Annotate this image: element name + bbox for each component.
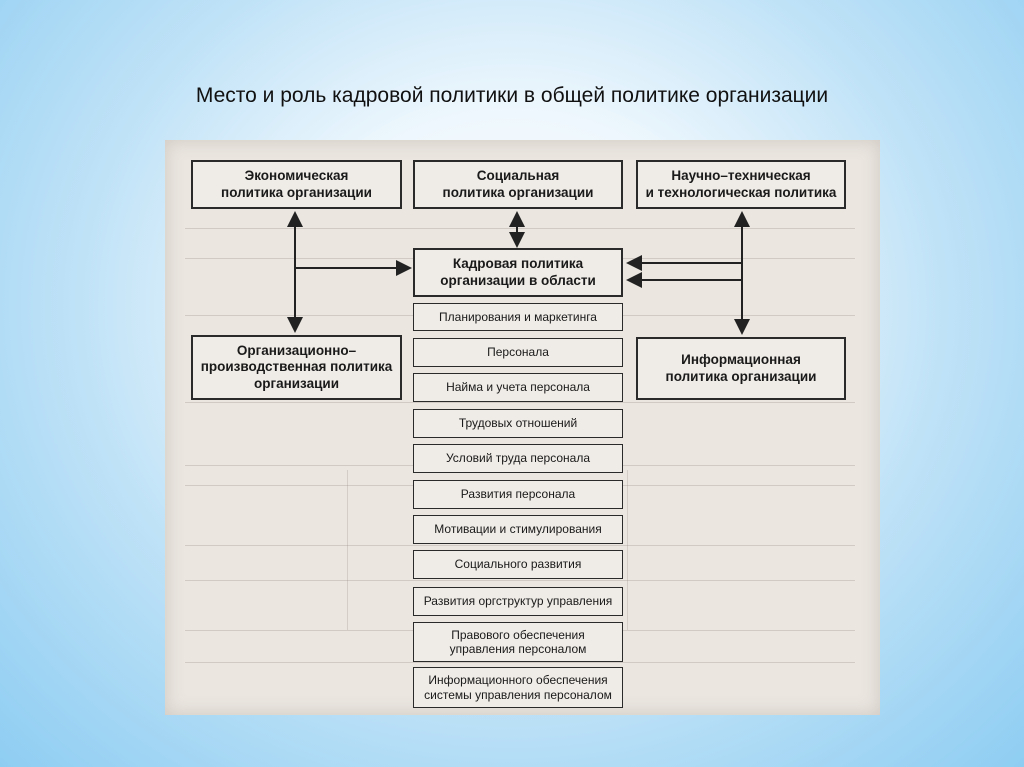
area-box: Найма и учета персонала [413, 373, 623, 402]
area-box: Социального развития [413, 550, 623, 579]
org-production-policy-label: Организационно– производственная политик… [200, 343, 393, 391]
area-label: Условий труда персонала [445, 451, 591, 466]
area-box: Мотивации и стимулирования [413, 515, 623, 544]
area-label: Правового обеспечения управления персона… [449, 627, 587, 656]
area-label: Развития персонала [460, 487, 576, 502]
area-box: Информационного обеспечения системы упра… [413, 667, 623, 708]
economic-policy-label: Экономическая политика организации [221, 168, 372, 200]
economic-policy-box: Экономическая политика организации [191, 160, 402, 209]
scitech-policy-box: Научно–техническая и технологическая пол… [636, 160, 846, 209]
scitech-policy-label: Научно–техническая и технологическая пол… [645, 168, 837, 200]
area-box: Развития оргструктур управления [413, 587, 623, 616]
social-policy-box: Социальная политика организации [413, 160, 623, 209]
area-box: Трудовых отношений [413, 409, 623, 438]
hr-policy-box: Кадровая политика организации в области [413, 248, 623, 297]
information-policy-box: Информационная политика организации [636, 337, 846, 400]
area-label: Мотивации и стимулирования [434, 522, 602, 537]
area-box: Правового обеспечения управления персона… [413, 622, 623, 662]
social-policy-label: Социальная политика организации [442, 168, 594, 200]
area-label: Социального развития [454, 557, 582, 572]
area-label: Персонала [487, 345, 549, 360]
area-box: Планирования и маркетинга [413, 303, 623, 331]
org-production-policy-box: Организационно– производственная политик… [191, 335, 402, 400]
information-policy-label: Информационная политика организации [665, 352, 817, 384]
area-label: Информационного обеспечения системы упра… [424, 673, 612, 702]
hr-policy-label: Кадровая политика организации в области [440, 256, 596, 288]
area-label: Найма и учета персонала [446, 380, 590, 395]
area-label: Трудовых отношений [458, 416, 578, 431]
area-box: Условий труда персонала [413, 444, 623, 473]
area-box: Персонала [413, 338, 623, 367]
slide-title: Место и роль кадровой политики в общей п… [195, 84, 829, 107]
area-box: Развития персонала [413, 480, 623, 509]
area-label: Развития оргструктур управления [423, 594, 613, 609]
area-label: Планирования и маркетинга [439, 309, 597, 324]
